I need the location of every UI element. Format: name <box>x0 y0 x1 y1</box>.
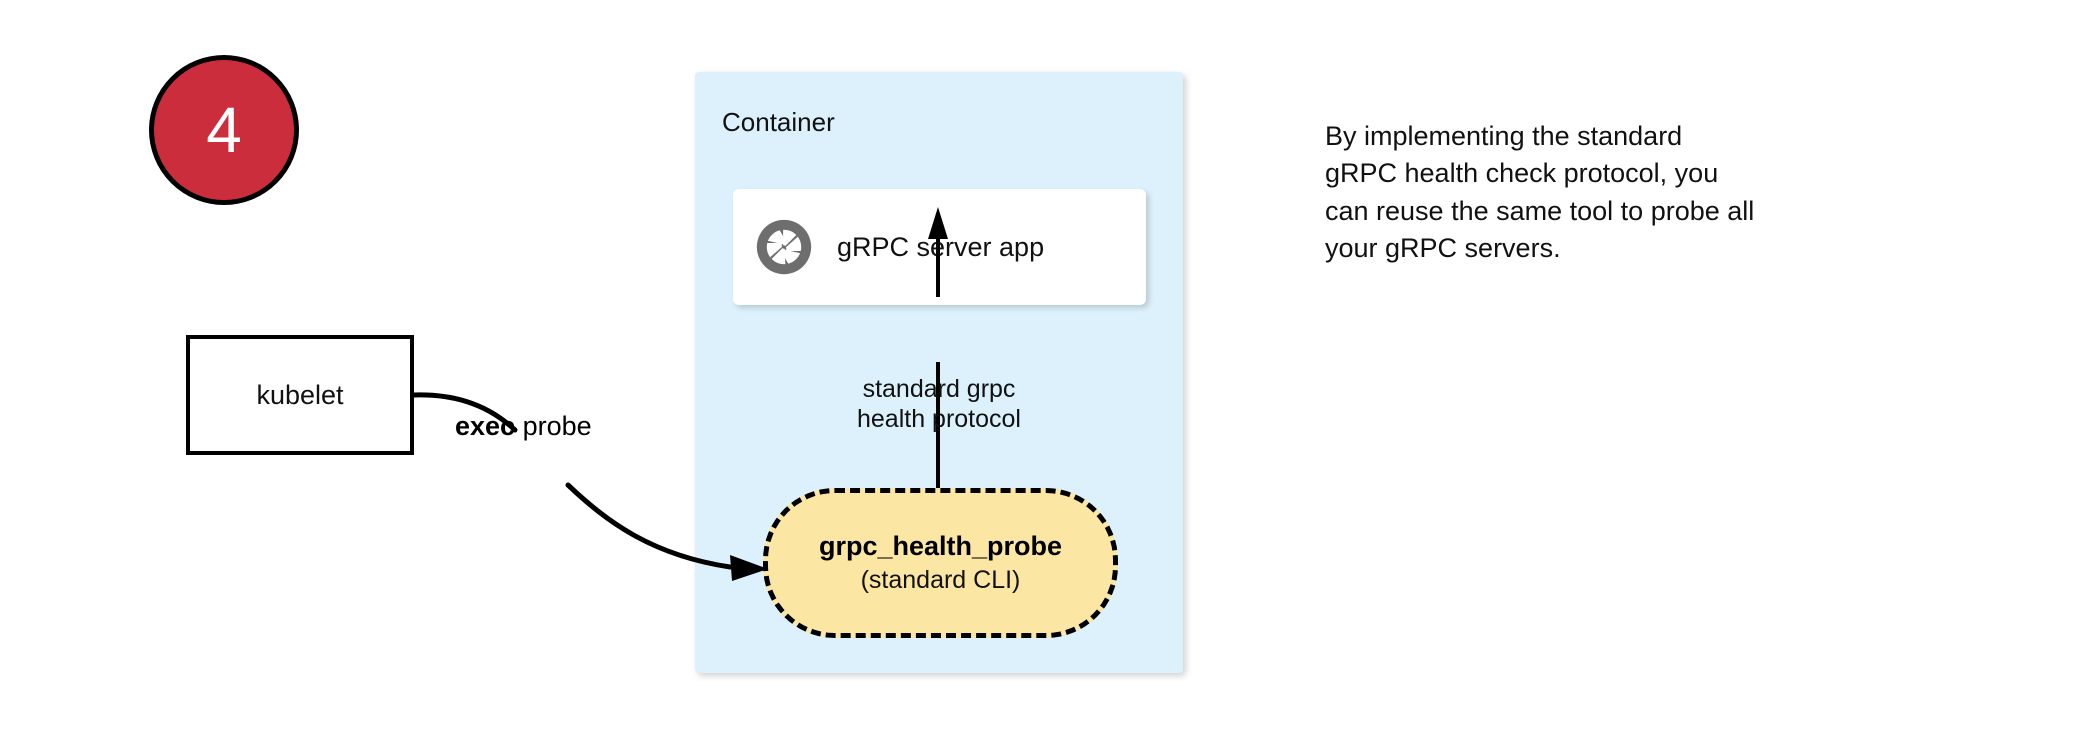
grpc-server-app-card: gRPC server app <box>733 189 1146 305</box>
grpc-health-probe-title: grpc_health_probe <box>818 531 1063 562</box>
grpc-server-app-label: gRPC server app <box>837 231 1045 262</box>
grpc-health-probe-subtitle: (standard CLI) <box>860 565 1021 594</box>
explanation-line-4: your gRPC servers. <box>1325 232 1561 263</box>
grpc-aperture-logo-icon <box>756 219 812 275</box>
explanation-text: By implementing the standard gRPC health… <box>1325 118 1905 267</box>
explanation-line-2: gRPC health check protocol, you <box>1325 158 1719 189</box>
step-number-badge: 4 <box>149 55 299 205</box>
protocol-label-line-1: standard grpc <box>862 375 1016 403</box>
kubelet-label: kubelet <box>256 379 344 410</box>
step-number-label: 4 <box>206 94 242 166</box>
protocol-label-line-2: health protocol <box>856 404 1021 433</box>
exec-probe-label: exec probe <box>455 410 592 442</box>
container-title: Container <box>722 107 835 137</box>
explanation-line-1: By implementing the standard <box>1325 121 1683 151</box>
grpc-health-probe-node: grpc_health_probe (standard CLI) <box>763 488 1118 638</box>
standard-protocol-label: standard grpc health protocol <box>695 375 1183 434</box>
exec-probe-label-bold: exec <box>455 411 516 441</box>
exec-probe-label-rest: probe <box>515 411 592 441</box>
kubelet-node: kubelet <box>186 335 414 455</box>
explanation-line-3: can reuse the same tool to probe all <box>1325 195 1755 226</box>
